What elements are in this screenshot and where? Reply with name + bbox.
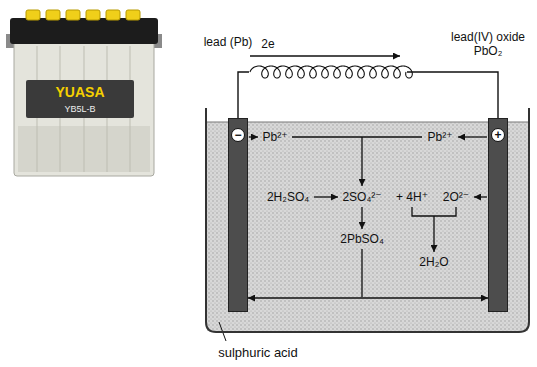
ion-label: 2O²⁻ bbox=[443, 190, 469, 204]
battery-photo bbox=[10, 18, 158, 44]
reaction-arrows bbox=[458, 136, 487, 137]
polarity-sign: − bbox=[231, 128, 245, 142]
battery-photo bbox=[126, 10, 140, 20]
ion-label: + 4H⁺ bbox=[396, 190, 428, 204]
wire bbox=[238, 72, 498, 118]
battery-photo bbox=[46, 10, 60, 20]
battery-photo bbox=[26, 80, 134, 118]
reaction-arrows bbox=[250, 55, 400, 56]
electrolyte bbox=[207, 122, 528, 123]
battery-photo bbox=[6, 10, 162, 176]
model-label: YB5L-B bbox=[64, 104, 95, 115]
electron-label: 2e bbox=[261, 37, 274, 51]
reaction-arrows bbox=[362, 136, 422, 137]
electrode: − bbox=[228, 118, 248, 312]
brand-label: YUASA bbox=[55, 84, 104, 100]
reaction-arrows bbox=[433, 216, 434, 252]
formula-label: 2H₂O bbox=[419, 255, 448, 269]
reaction-arrows bbox=[361, 207, 362, 229]
node-label: sulphuric acid bbox=[218, 345, 298, 360]
electrode-label: lead(IV) oxide PbO₂ bbox=[445, 30, 531, 58]
battery-photo bbox=[26, 10, 40, 20]
electrode-label: lead (Pb) bbox=[204, 35, 253, 49]
battery-photo bbox=[106, 10, 120, 20]
beaker-outline bbox=[206, 108, 529, 332]
electrolyte bbox=[207, 122, 528, 331]
electrode: + bbox=[488, 118, 508, 312]
reaction-arrows bbox=[249, 136, 258, 137]
reaction-arrows bbox=[249, 56, 487, 297]
reaction-arrows bbox=[361, 249, 362, 297]
reaction-arrows bbox=[292, 136, 362, 137]
formula-label: 2PbSO₄ bbox=[340, 232, 384, 246]
electrolyte bbox=[207, 122, 528, 331]
reaction-arrows bbox=[314, 196, 338, 197]
reaction-arrows bbox=[474, 196, 487, 197]
coil-symbol bbox=[250, 66, 412, 78]
reaction-arrows bbox=[361, 137, 362, 186]
reaction-arrows bbox=[412, 207, 456, 216]
beaker-outline bbox=[205, 108, 530, 334]
polarity-sign: + bbox=[491, 128, 505, 142]
beaker: sulphuric acid−+ bbox=[205, 108, 530, 334]
battery-photo bbox=[66, 10, 80, 20]
ion-label: Pb²⁺ bbox=[262, 130, 287, 144]
battery-photo bbox=[14, 40, 154, 176]
ion-label: 2SO₄²⁻ bbox=[342, 190, 381, 204]
battery-photo bbox=[86, 10, 100, 20]
double-arrow bbox=[248, 297, 488, 298]
formula-label: 2H₂SO₄ bbox=[267, 190, 309, 204]
ion-label: Pb²⁺ bbox=[427, 130, 452, 144]
